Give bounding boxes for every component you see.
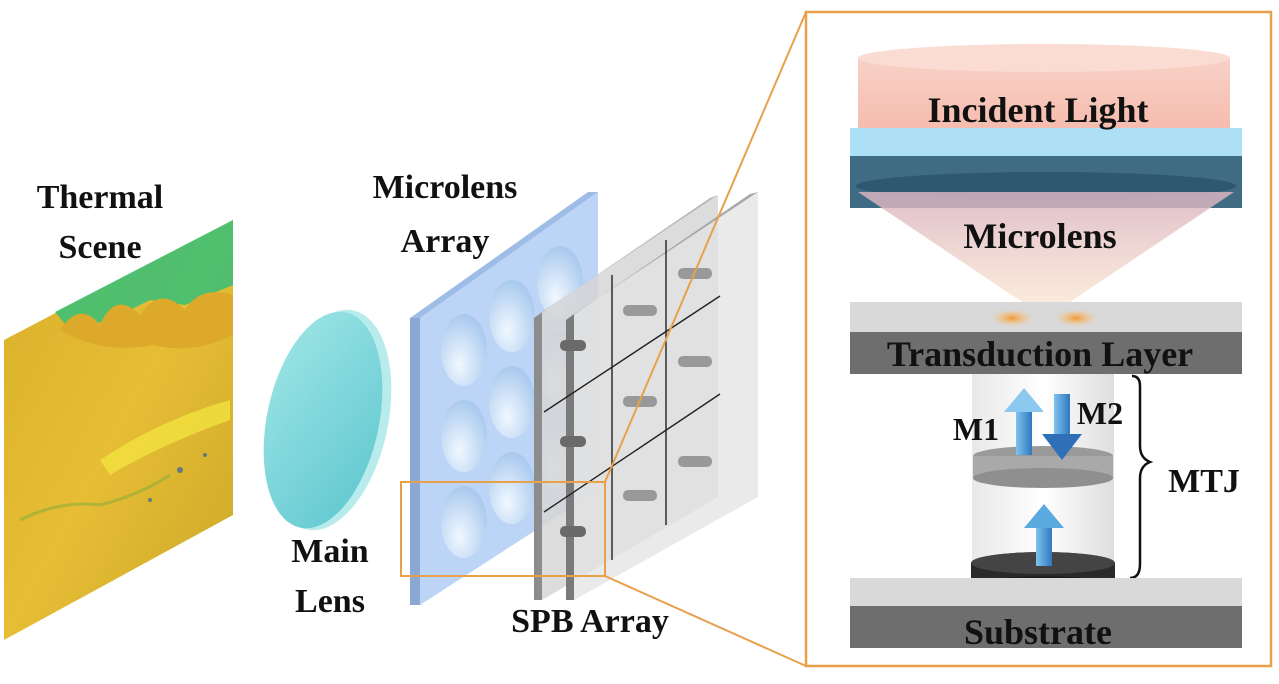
m2-label: M2 bbox=[1077, 395, 1123, 431]
detail-panel bbox=[850, 44, 1242, 648]
fixed-layer-arrow bbox=[1024, 504, 1064, 566]
spb-array-label: SPB Array bbox=[511, 603, 669, 640]
spb-grid bbox=[543, 240, 721, 560]
incident-light-label: Incident Light bbox=[927, 90, 1148, 130]
main-lens-label-2: Lens bbox=[295, 583, 365, 620]
main-lens bbox=[263, 309, 392, 531]
hot-spot-right bbox=[1054, 309, 1098, 327]
main-lens-label-1: Main bbox=[291, 533, 369, 570]
mtj-label: MTJ bbox=[1168, 463, 1240, 500]
m1-label: M1 bbox=[953, 411, 999, 447]
microlens-label: Microlens bbox=[963, 216, 1116, 256]
callout bbox=[400, 10, 1273, 668]
m2-arrow bbox=[1042, 394, 1082, 460]
microlens-element bbox=[850, 128, 1242, 318]
incident-light-beam bbox=[858, 44, 1230, 130]
m1-arrow bbox=[1004, 388, 1044, 455]
substrate-label: Substrate bbox=[964, 612, 1112, 652]
hot-spot-left bbox=[990, 309, 1034, 327]
substrate-layer bbox=[850, 578, 1242, 648]
mtj-brace bbox=[1129, 374, 1154, 580]
microlens-array-label-1: Microlens bbox=[373, 169, 518, 206]
transduction-layer bbox=[850, 302, 1242, 374]
thermal-scene bbox=[4, 220, 233, 640]
microlens-array-label-2: Array bbox=[401, 223, 490, 260]
transduction-layer-label: Transduction Layer bbox=[887, 334, 1193, 374]
spb-array bbox=[534, 192, 758, 600]
spb-cell bbox=[560, 268, 712, 537]
thermal-scene-label-2: Scene bbox=[58, 229, 141, 266]
thermal-scene-label-1: Thermal bbox=[37, 179, 164, 216]
